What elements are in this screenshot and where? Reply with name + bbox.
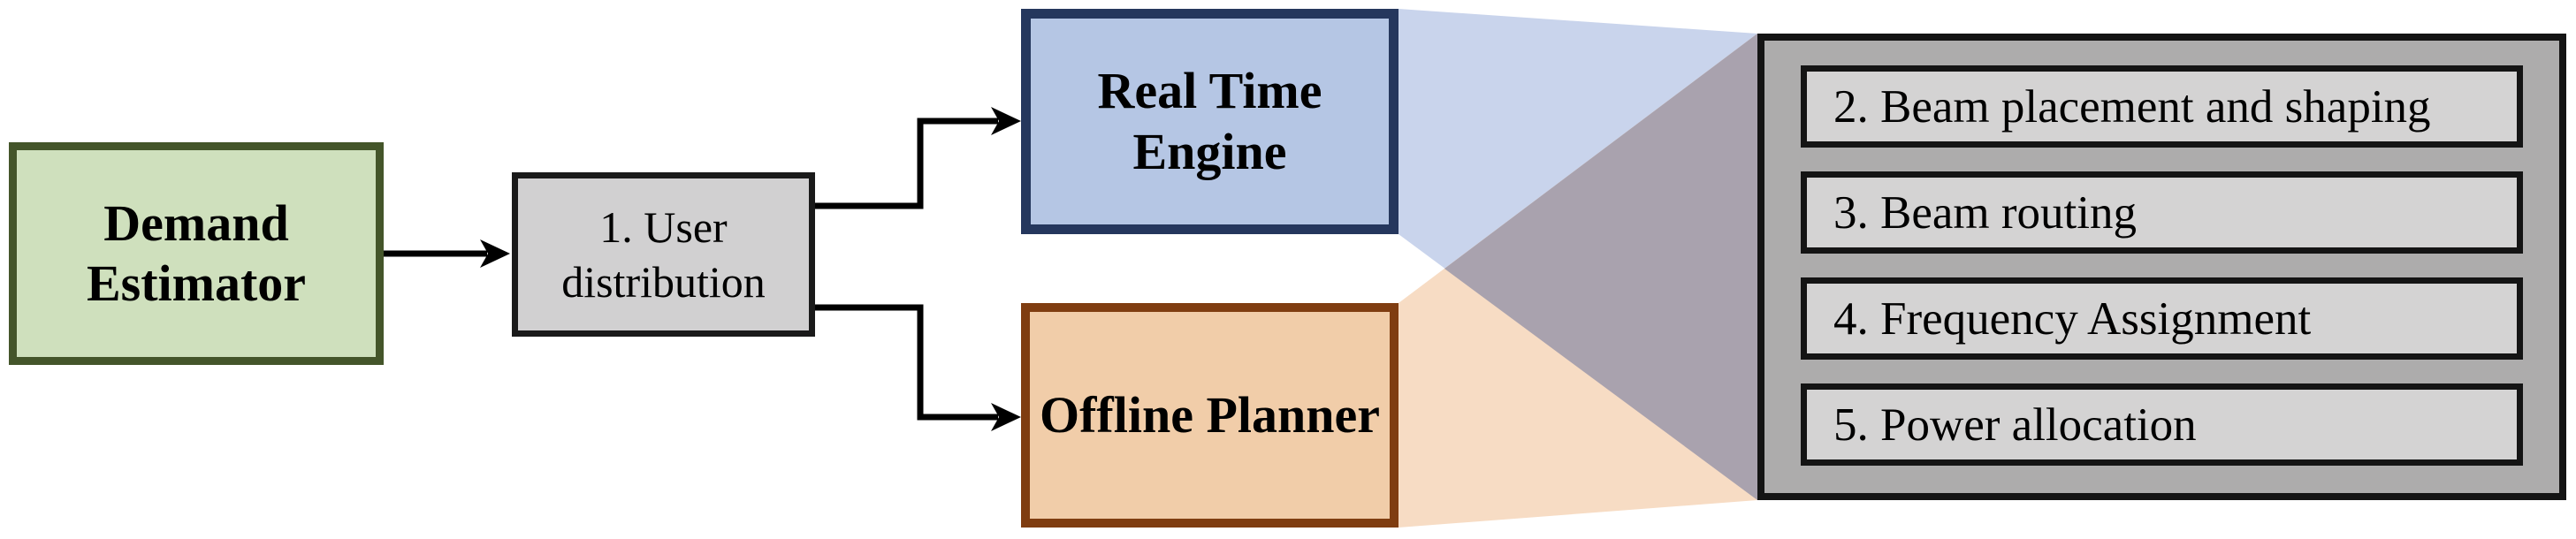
task-item-beam-placement: 2. Beam placement and shaping bbox=[1801, 65, 2523, 148]
fan-overlap-region bbox=[1444, 34, 1757, 500]
task-item-power-allocation: 5. Power allocation bbox=[1801, 383, 2523, 466]
arrow-userdist-to-offline bbox=[814, 304, 998, 421]
arrowhead-userdist-to-offline bbox=[991, 403, 1021, 431]
arrowhead-userdist-to-rte bbox=[991, 107, 1021, 135]
node-user-distribution-label: 1. User distribution bbox=[561, 201, 766, 307]
task-item-frequency-assignment: 4. Frequency Assignment bbox=[1801, 277, 2523, 360]
node-user-distribution: 1. User distribution bbox=[512, 172, 815, 337]
node-offline-planner: Offline Planner bbox=[1021, 303, 1399, 528]
node-offline-planner-label: Offline Planner bbox=[1039, 385, 1380, 444]
task-item-beam-routing: 3. Beam routing bbox=[1801, 171, 2523, 254]
task-panel: 2. Beam placement and shaping 3. Beam ro… bbox=[1757, 34, 2566, 500]
arrow-userdist-to-rte bbox=[814, 118, 998, 209]
node-demand-estimator-label: Demand Estimator bbox=[86, 194, 307, 312]
node-real-time-engine: Real Time Engine bbox=[1021, 9, 1399, 234]
node-real-time-engine-label: Real Time Engine bbox=[1097, 62, 1322, 180]
arrowhead-demand-to-userdist bbox=[480, 239, 510, 268]
node-demand-estimator: Demand Estimator bbox=[9, 142, 384, 365]
